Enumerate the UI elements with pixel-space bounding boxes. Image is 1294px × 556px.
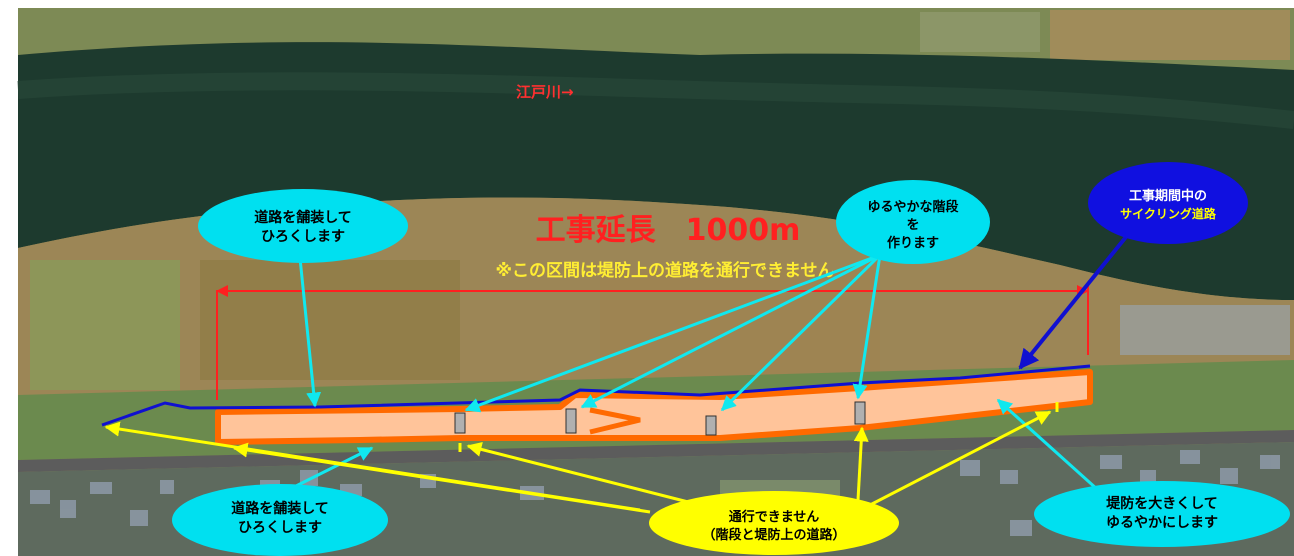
stair-chevron bbox=[589, 407, 641, 435]
svg-text:堤防を大きくして: 堤防を大きくして bbox=[1106, 495, 1218, 512]
callout-gentle-stairs: ゆるやかな階段 を 作ります bbox=[836, 180, 990, 264]
no-pass-note: ※この区間は堤防上の道路を通行できません bbox=[495, 260, 834, 281]
svg-text:を: を bbox=[906, 218, 919, 233]
callout-pave-road-top: 道路を舗装して ひろくします bbox=[198, 189, 408, 263]
callout-cycling-route: 工事期間中の サイクリング道路 bbox=[1088, 162, 1248, 244]
callout-levee-widen: 堤防を大きくして ゆるやかにします bbox=[1034, 481, 1290, 547]
svg-text:作ります: 作ります bbox=[887, 235, 939, 251]
callout-pave-road-bottom: 道路を舗装して ひろくします bbox=[172, 484, 388, 556]
svg-text:サイクリング道路: サイクリング道路 bbox=[1120, 206, 1217, 221]
cyan-arrows bbox=[291, 253, 1100, 492]
svg-text:道路を舗装して: 道路を舗装して bbox=[254, 209, 352, 226]
svg-text:ひろくします: ひろくします bbox=[261, 229, 345, 245]
svg-text:工事期間中の: 工事期間中の bbox=[1129, 188, 1207, 204]
levee-band bbox=[215, 369, 1093, 445]
svg-text:ゆるやかにします: ゆるやかにします bbox=[1106, 515, 1218, 531]
svg-text:道路を舗装して: 道路を舗装して bbox=[231, 500, 329, 517]
blue-arrow bbox=[1018, 230, 1132, 370]
svg-text:（階段と堤防上の道路）: （階段と堤防上の道路） bbox=[702, 527, 845, 543]
svg-text:通行できません: 通行できません bbox=[729, 509, 820, 525]
river-label: 江戸川→ bbox=[516, 83, 574, 101]
yellow-arrows bbox=[104, 410, 1052, 514]
callout-no-passage: 通行できません （階段と堤防上の道路） bbox=[649, 491, 899, 555]
cycling-route-line bbox=[101, 364, 1091, 427]
stair-markers bbox=[454, 401, 866, 436]
svg-text:ゆるやかな階段: ゆるやかな階段 bbox=[867, 199, 958, 215]
terrain bbox=[17, 8, 1294, 556]
svg-text:ひろくします: ひろくします bbox=[238, 520, 322, 536]
construction-length-label: 工事延長 1000m bbox=[536, 213, 801, 248]
